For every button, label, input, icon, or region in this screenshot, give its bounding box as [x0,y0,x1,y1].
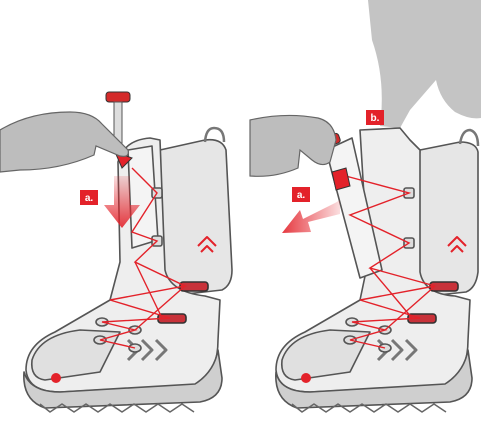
svg-text:b.: b. [371,113,380,124]
svg-text:a.: a. [297,190,306,201]
arrow-left-icon [282,200,340,233]
pull-tab-icon [106,92,132,168]
step-label-a-left: a. [80,190,98,205]
left-panel: a. [0,92,232,412]
hand-icon [250,115,336,176]
svg-text:a.: a. [85,193,94,204]
hand-icon [0,112,128,172]
step-label-a-right: a. [292,187,310,202]
leg-icon [368,0,481,128]
boot-icon [24,128,232,412]
right-panel: a. b. [250,0,481,412]
step-label-b-right: b. [366,110,384,125]
